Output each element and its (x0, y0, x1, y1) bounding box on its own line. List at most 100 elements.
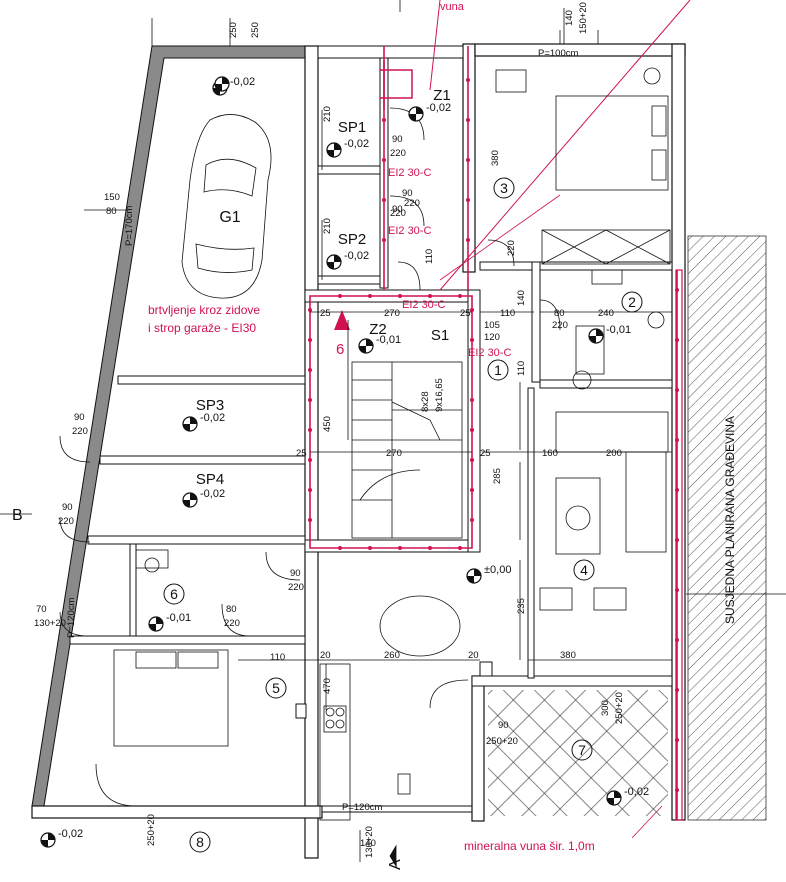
level-marker (408, 106, 424, 122)
section-b-label: B (12, 507, 23, 524)
dimension-d250_20c: 250+20 (146, 814, 157, 846)
level-value: -0,02 (200, 488, 225, 500)
room-label-z2: Z2 (369, 321, 387, 338)
dimension-stair_a: 8x28 (420, 391, 431, 412)
dimension-d90f: 90 (498, 720, 509, 731)
dimension-p120c: P=120cm (342, 802, 382, 813)
level-marker (214, 76, 230, 92)
dimension-stair_b: 9x16,65 (434, 378, 445, 412)
dimension-d80c: 80 (226, 604, 237, 615)
dimension-d170: P=170cm (124, 206, 135, 246)
dimension-d380b: 380 (560, 650, 576, 661)
dimension-d240: 240 (598, 308, 614, 319)
dimension-d210a: 210 (322, 106, 333, 122)
room-number: 7 (578, 742, 586, 758)
room-number-circle (487, 359, 509, 381)
room-number: 2 (628, 294, 636, 310)
level-marker (326, 254, 342, 270)
dimension-d160: 160 (542, 448, 558, 459)
room-number: 8 (196, 834, 204, 850)
section-a-label: A (387, 859, 404, 870)
room-number: 3 (500, 180, 508, 196)
level-value: ±0,00 (484, 564, 511, 576)
room-number-circle (163, 583, 185, 605)
level-value: -0,01 (376, 334, 401, 346)
dimension-d220b: 220 (390, 208, 406, 219)
dimension-d110b: 110 (500, 308, 515, 319)
level-marker (148, 616, 164, 632)
fire-rating-label: EI2 30-C (402, 299, 445, 311)
level-marker (588, 328, 604, 344)
dimension-d130_20b: 130+20 (364, 826, 375, 858)
fire-rating-label: EI2 30-C (388, 167, 431, 179)
room-number-circle (189, 831, 211, 853)
room-label-sp3: SP3 (196, 397, 224, 414)
room-number-circle (265, 677, 287, 699)
car-drawing (181, 114, 272, 299)
insulation-dots (308, 78, 679, 792)
level-value: -0,01 (606, 324, 631, 336)
fire-rating-label: EI2 30-C (388, 225, 431, 237)
dimension-d120: 120 (484, 332, 500, 343)
level-value: -0,02 (200, 412, 225, 424)
dimension-d90d: 90 (62, 502, 73, 513)
dimension-d130_20: 130+20 (34, 618, 66, 629)
room-number: 4 (580, 562, 588, 578)
dimension-d270a: 270 (384, 308, 400, 319)
dimension-d25b: 25 (460, 308, 471, 319)
dimension-d250_20a: 250+20 (614, 692, 625, 724)
wool-note: vuna (440, 1, 465, 13)
room-number: 6 (170, 586, 178, 602)
room-label-s1: S1 (431, 327, 449, 344)
staircase (351, 361, 463, 539)
dimension-d450: 450 (322, 416, 333, 432)
room-label-sp1: SP1 (338, 119, 366, 136)
terrace-tiles (488, 690, 668, 816)
dimension-d285: 285 (492, 468, 503, 484)
level-value: -0,01 (166, 612, 191, 624)
dimension-d140c: 140 (360, 838, 376, 849)
dimension-d90g: 90 (402, 188, 413, 199)
level-value: -0,02 (58, 828, 83, 840)
dimension-d105: 105 (484, 320, 500, 331)
dimension-d110d: 110 (270, 652, 285, 663)
dimension-d25c: 25 (296, 448, 307, 459)
dimension-d270b: 270 (386, 448, 402, 459)
dimension-d110c: 110 (516, 361, 527, 376)
room-number-circle (493, 177, 515, 199)
furniture (113, 67, 671, 821)
dimension-d250a: 250 (228, 22, 239, 38)
dimension-d250_20b: 250+20 (486, 736, 518, 747)
garage-note: i strop garaže - EI30 (148, 321, 256, 335)
dimension-d120b: P=120cm (66, 598, 77, 638)
level-marker (182, 492, 198, 508)
stair-marker-number: 6 (336, 341, 344, 358)
dimension-d220c: 220 (506, 240, 517, 256)
level-marker (466, 568, 482, 584)
fire-rating-label: EI2 30-C (468, 347, 511, 359)
room-number-circle (571, 739, 593, 761)
dimension-d220d: 220 (552, 320, 568, 331)
dimension-d140_top: 140 (564, 10, 575, 26)
dimension-d210b: 210 (322, 218, 333, 234)
neighbour-label: SUSJEDNA PLANIRANA GRAĐEVINA (723, 416, 737, 624)
dimension-d110a: 110 (424, 249, 435, 264)
room-number: 1 (494, 362, 502, 378)
dimension-d260: 260 (384, 650, 400, 661)
dimension-lines (84, 8, 672, 862)
level-marker (606, 790, 622, 806)
level-value: -0,02 (344, 250, 369, 262)
dimension-d150_20_top: 150+20 (578, 2, 589, 34)
dimension-d70: 70 (36, 604, 47, 615)
door-swings (59, 107, 561, 807)
dimension-d220e: 220 (72, 426, 88, 437)
room-label-sp4: SP4 (196, 471, 224, 488)
dimension-d25a: 25 (320, 308, 331, 319)
level-value: -0,02 (230, 76, 255, 88)
dimension-d470: 470 (322, 678, 333, 694)
dimension-d300: 300 (600, 700, 611, 716)
level-value: -0,02 (344, 138, 369, 150)
